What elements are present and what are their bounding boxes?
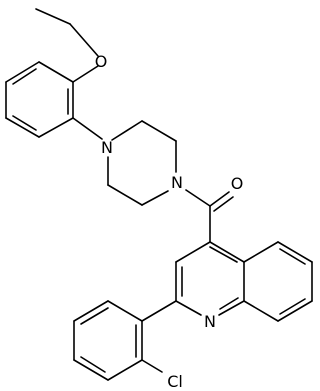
pyr-bond-3 [175,300,202,316]
pip-bond-1 [111,120,143,141]
atom-carbonyl-oxygen: O [231,174,244,193]
benzo-bond-5 [243,300,279,322]
bond-aryl-piperazine [72,117,103,140]
ring-c-bond-1 [107,300,143,322]
ring-c-bond-5 [107,359,143,381]
chlorophenyl-ring [73,300,143,381]
bond-ethyl-ch3 [35,8,71,25]
bond-c-cl [141,359,163,373]
pyr-bond-1 [175,241,211,263]
atom-quinoline-nitrogen: N [204,312,216,331]
bond-ethyl-ch2-o [69,23,99,57]
quinoline-benzo-ring [243,241,313,322]
bond-o-aryl [72,65,99,83]
ring-a-bond-5 [5,61,40,83]
amide-group [185,189,234,243]
pyr-double-3 [219,297,239,310]
pyr-bond-6 [209,241,245,263]
bond-n-carbonyl [185,189,211,207]
pip-bond-5 [107,184,143,206]
bond-carbonyl-o-double [213,196,234,212]
ring-a-double-3 [12,68,37,85]
ring-a-bond-3 [5,117,40,138]
ring-c-bond-2 [73,300,109,322]
ring-c-bond-4 [73,359,109,381]
pyr-double-2 [209,246,238,263]
pip-bond-4 [141,190,169,206]
piperazine-ring [107,120,177,206]
benzo-double-2 [279,298,306,315]
ring-c-double-2 [80,356,106,373]
bond-carbonyl-o [209,191,230,207]
benzo-bond-1 [243,241,279,263]
ring-c-double-1 [80,307,109,325]
ethoxyphenyl-ring [5,61,74,138]
benzo-bond-4 [277,300,313,322]
ring-a-bond-2 [38,117,74,138]
ring-a-double-2 [12,115,37,131]
pyr-bond-4 [218,300,245,316]
atom-chlorine: Cl [167,372,183,391]
ethoxy-group [35,8,99,83]
atom-ether-oxygen: O [95,52,108,71]
bond-quinoline-chlorophenyl [141,300,177,322]
pip-bond-2 [141,120,177,142]
ring-a-bond-6 [38,61,74,83]
atom-piperazine-n2: N [171,173,183,192]
quinoline-pyridine-ring [175,241,245,316]
benzo-double-1 [279,248,306,265]
atom-piperazine-n1: N [101,138,113,157]
benzo-bond-2 [277,241,313,263]
